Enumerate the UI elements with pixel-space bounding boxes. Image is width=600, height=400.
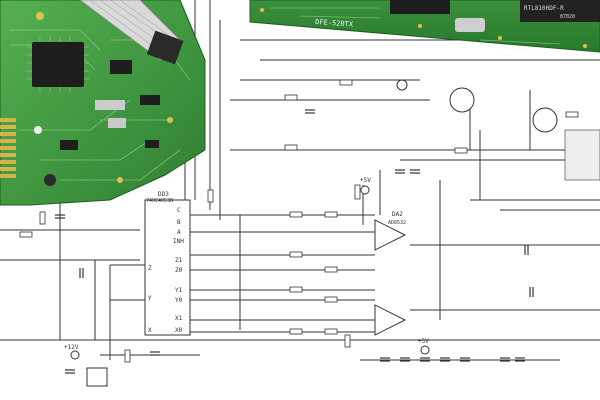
pcb-top-magnetics [520,0,600,22]
ic-dd3: DD3 74HC4053N C B A INH Z1 Z0 Y1 Y0 X1 X… [144,191,191,336]
transistor-q1 [449,87,475,113]
pcb-gold-fingers [0,118,16,178]
plus5v-bottom: +5V [418,338,429,345]
pin-b: B [177,219,181,226]
opamp-part: AD8532 [388,220,406,226]
transistor-q2 [532,107,558,133]
regulator-box [86,367,108,387]
op-amp-upper [374,219,407,251]
pcb-top-chipname: RTL8100DF-R [524,5,564,12]
pin-c: C [177,207,181,214]
pin-y1: Y1 [175,287,183,294]
pcb-top-model: DFE-520TX [315,18,354,29]
pin-x0: X0 [175,327,183,334]
pin-z0: Z0 [175,267,183,274]
pin-a: A [177,229,181,236]
pcb-top-chip [390,0,450,14]
ic-dd3-label: DD3 [158,191,169,198]
pcb-crystal [108,118,126,128]
pin-y: Y [148,295,152,302]
ic-dd3-part: 74HC4053N [146,198,173,204]
pcb-top-crystal [455,18,485,32]
plus12v-label: +12V [64,344,79,351]
pcb-main-chip [32,42,84,87]
pin-inh: INH [173,238,184,245]
pin-z1: Z1 [175,257,183,264]
supply-markers [70,79,430,360]
opamp-label: DA2 [392,211,403,218]
pin-x: X [148,327,152,334]
plus5v-top: +5V [360,177,371,184]
pcb-top-right: DFE-520TX BDFE520TX120 RTL8100DF-R 87020 [249,0,600,53]
capacitor-set [55,109,534,374]
resistor-set [19,79,579,363]
pin-z: Z [148,265,152,272]
pcb-top-batch: 87020 [560,14,575,20]
op-amp-lower [374,304,407,336]
connector-right [564,129,600,181]
pcb-top-serial: BDFE520TX120 [490,44,526,53]
pin-y0: Y0 [175,297,183,304]
pin-x1: X1 [175,315,183,322]
ribbon-cable [79,0,184,65]
